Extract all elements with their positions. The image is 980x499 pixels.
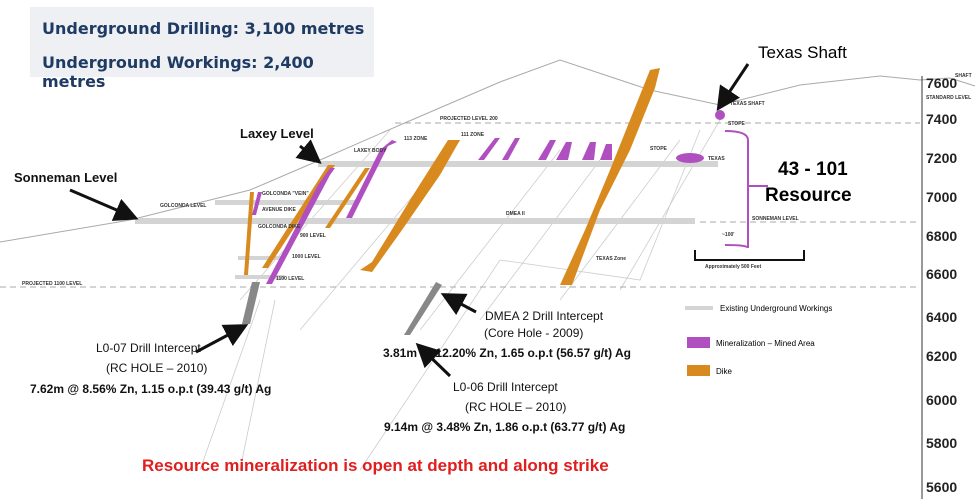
svg-text:AVENUE DIKE: AVENUE DIKE xyxy=(262,207,296,213)
topography-line xyxy=(0,59,976,243)
legend-workings-label: Existing Underground Workings xyxy=(720,304,832,313)
svg-text:L0-07 Drill Intercept: L0-07 Drill Intercept xyxy=(96,341,201,355)
mineralized-areas xyxy=(252,110,725,284)
geology-contours xyxy=(199,119,721,471)
section-labels: PROJECTED LEVEL 200 PROJECTED 1100 LEVEL… xyxy=(22,73,972,287)
legend-workings-swatch xyxy=(685,306,713,310)
svg-text:TEXAS: TEXAS xyxy=(708,156,725,162)
elevation-tick-label: 7600 xyxy=(926,75,957,91)
dike-bodies xyxy=(244,68,660,285)
svg-text:L0-06 Drill Intercept: L0-06 Drill Intercept xyxy=(453,380,558,394)
intercept-texts: L0-07 Drill Intercept (RC HOLE – 2010) 7… xyxy=(30,309,631,434)
svg-text:STANDARD LEVEL: STANDARD LEVEL xyxy=(926,95,971,101)
info-box: Underground Drilling: 3,100 metres Under… xyxy=(30,7,374,91)
legend-mineralization-label: Mineralization – Mined Area xyxy=(716,339,815,348)
svg-text:SHAFT: SHAFT xyxy=(955,73,972,79)
elevation-tick-label: 5600 xyxy=(926,479,957,495)
svg-text:GOLCONDA DIKE: GOLCONDA DIKE xyxy=(258,224,301,230)
svg-text:DMEA 2 Drill Intercept: DMEA 2 Drill Intercept xyxy=(485,309,604,323)
svg-text:Approximately 500 Feet: Approximately 500 Feet xyxy=(705,264,761,270)
elevation-tick-label: 6600 xyxy=(926,266,957,282)
svg-text:(Core Hole - 2009): (Core Hole - 2009) xyxy=(484,326,583,340)
elevation-axis-labels: 7600 7400 7200 7000 6800 6600 6400 6200 6000 5800… xyxy=(926,75,957,495)
sonneman-level-label: Sonneman Level xyxy=(14,170,117,185)
svg-text:PROJECTED LEVEL 200: PROJECTED LEVEL 200 xyxy=(440,116,498,122)
svg-text:TEXAS SHAFT: TEXAS SHAFT xyxy=(730,101,765,107)
svg-text:111 ZONE: 111 ZONE xyxy=(461,132,485,138)
svg-text:1000 LEVEL: 1000 LEVEL xyxy=(292,254,321,260)
elevation-tick-label: 6800 xyxy=(926,228,957,244)
footer-statement: Resource mineralization is open at depth… xyxy=(142,456,609,475)
svg-text:TEXAS Zone: TEXAS Zone xyxy=(596,256,626,262)
elevation-tick-label: 6200 xyxy=(926,348,957,364)
underground-workings-text: Underground Workings: 2,400 metres xyxy=(42,53,314,91)
svg-text:STOPE: STOPE xyxy=(650,146,668,152)
svg-text:1100 LEVEL: 1100 LEVEL xyxy=(276,276,304,282)
elevation-tick-label: 5800 xyxy=(926,435,957,451)
resource-label-line1: 43 - 101 xyxy=(778,159,848,180)
resource-bracket xyxy=(724,130,768,249)
legend-dike-swatch xyxy=(687,365,710,376)
svg-text:STOPE: STOPE xyxy=(728,121,746,127)
svg-text:~100': ~100' xyxy=(722,232,734,238)
svg-text:GOLCONDA "VEIN": GOLCONDA "VEIN" xyxy=(262,191,309,197)
legend-dike-label: Dike xyxy=(716,367,733,376)
elevation-tick-label: 6400 xyxy=(926,309,957,325)
callouts: Texas Shaft Laxey Level Sonneman Level 4… xyxy=(14,43,852,378)
underground-drilling-text: Underground Drilling: 3,100 metres xyxy=(42,19,365,38)
svg-text:LAXEY BODY: LAXEY BODY xyxy=(354,148,387,154)
resource-label-line2: Resource xyxy=(765,185,852,206)
svg-text:(RC HOLE – 2010): (RC HOLE – 2010) xyxy=(465,400,566,414)
elevation-tick-label: 7400 xyxy=(926,111,957,127)
legend: Existing Underground Workings Mineraliza… xyxy=(685,304,832,376)
svg-text:PROJECTED 1100 LEVEL: PROJECTED 1100 LEVEL xyxy=(22,281,82,287)
texas-shaft-label: Texas Shaft xyxy=(758,43,847,62)
svg-text:3.81m @ 12.20% Zn, 1.65 o.p.t: 3.81m @ 12.20% Zn, 1.65 o.p.t (56.57 g/t… xyxy=(383,346,631,360)
svg-text:7.62m @ 8.56% Zn, 1.15 o.p.t (: 7.62m @ 8.56% Zn, 1.15 o.p.t (39.43 g/t)… xyxy=(30,382,271,396)
scale-bar xyxy=(694,250,805,261)
elevation-tick-label: 6000 xyxy=(926,392,957,408)
underground-workings xyxy=(135,161,718,279)
svg-text:(RC HOLE – 2010): (RC HOLE – 2010) xyxy=(106,361,207,375)
elevation-tick-label: 7200 xyxy=(926,150,957,166)
laxey-level-label: Laxey Level xyxy=(240,126,314,141)
svg-text:900 LEVEL: 900 LEVEL xyxy=(300,233,326,239)
svg-text:9.14m @ 3.48% Zn, 1.86 o.p.t (: 9.14m @ 3.48% Zn, 1.86 o.p.t (63.77 g/t)… xyxy=(384,420,625,434)
svg-text:113 ZONE: 113 ZONE xyxy=(404,136,428,142)
svg-text:SONNEMAN LEVEL: SONNEMAN LEVEL xyxy=(752,216,799,222)
drill-intercepts xyxy=(242,282,442,335)
svg-text:GOLCONDA LEVEL: GOLCONDA LEVEL xyxy=(160,203,206,209)
svg-text:DMEA II: DMEA II xyxy=(506,211,525,217)
legend-mineralization-swatch xyxy=(687,337,710,348)
elevation-tick-label: 7000 xyxy=(926,189,957,205)
